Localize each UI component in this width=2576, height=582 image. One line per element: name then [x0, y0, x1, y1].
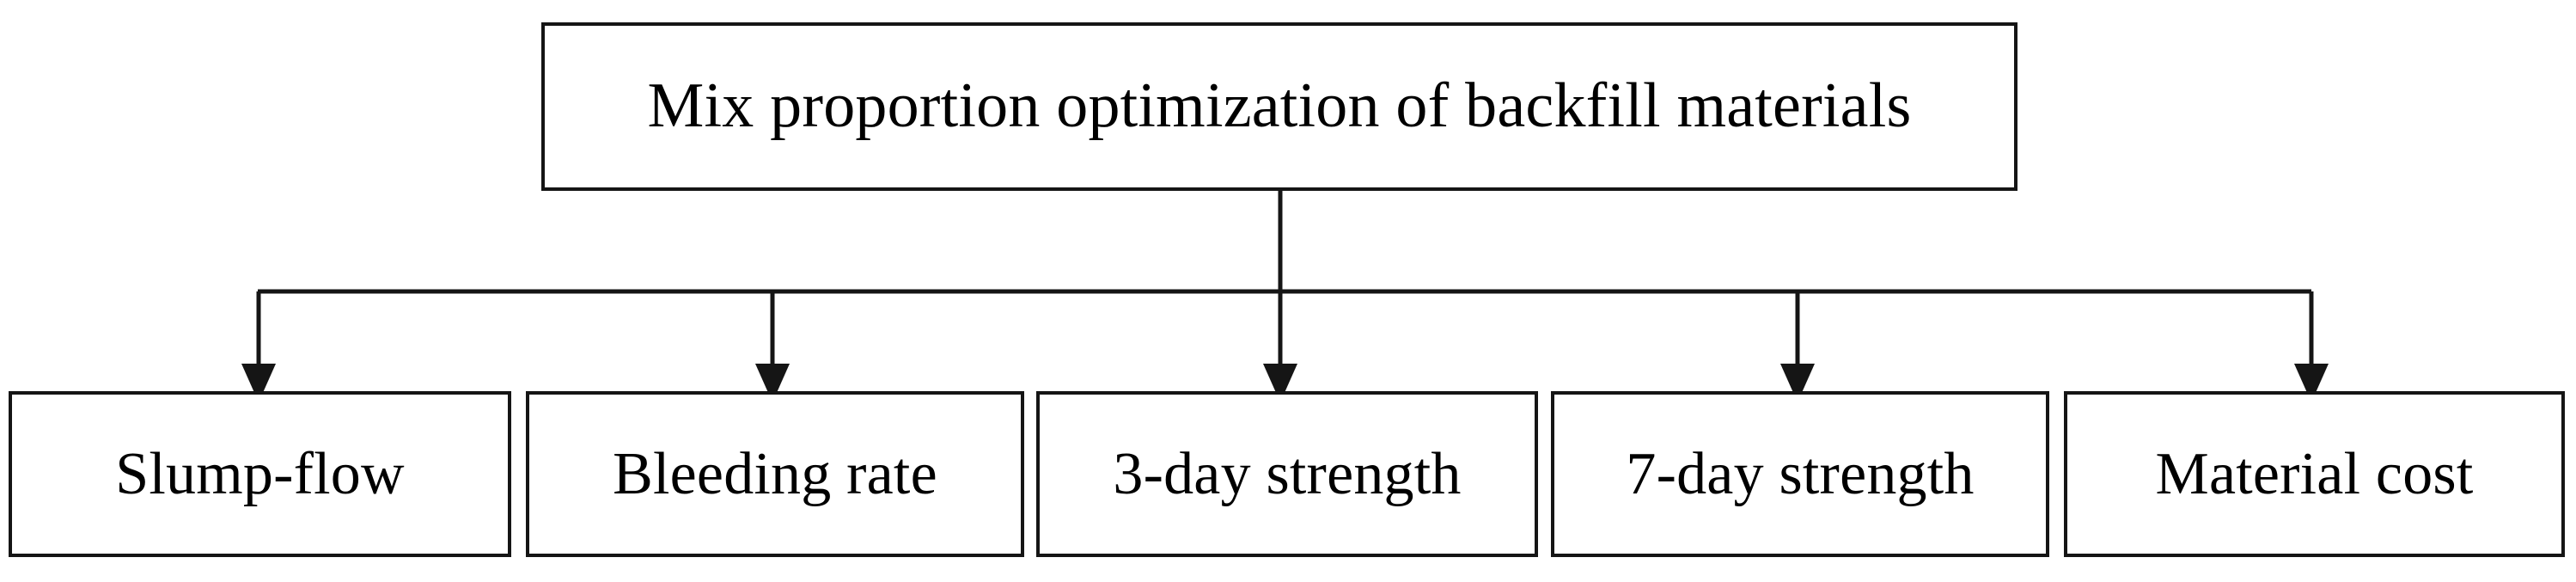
node-root-mix-proportion-optimization: Mix proportion optimization of backfill … [541, 22, 2017, 191]
node-slump-flow-label: Slump-flow [115, 441, 405, 507]
node-bleeding-rate-label: Bleeding rate [613, 441, 937, 507]
node-root-label: Mix proportion optimization of backfill … [647, 70, 1912, 142]
node-material-cost: Material cost [2064, 391, 2565, 557]
node-material-cost-label: Material cost [2155, 441, 2474, 507]
node-3-day-strength-label: 3-day strength [1113, 441, 1462, 507]
node-7-day-strength-label: 7-day strength [1626, 441, 1975, 507]
node-3-day-strength: 3-day strength [1036, 391, 1538, 557]
node-bleeding-rate: Bleeding rate [526, 391, 1024, 557]
node-7-day-strength: 7-day strength [1551, 391, 2049, 557]
node-slump-flow: Slump-flow [9, 391, 511, 557]
